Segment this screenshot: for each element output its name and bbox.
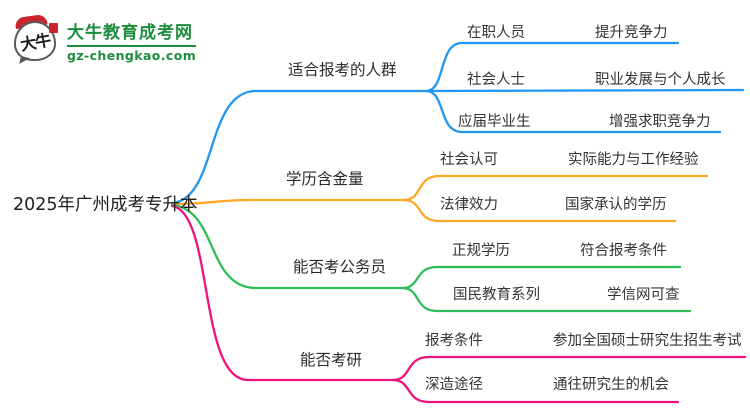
- leaf-node: 提升竞争力: [595, 25, 668, 41]
- green-main-line: [170, 203, 404, 290]
- blue-main-line: [170, 89, 428, 205]
- pink-child1-line: [391, 355, 747, 382]
- leaf-node: 国家承认的学历: [565, 197, 667, 213]
- daniu-speech-bubble-icon: 大牛: [12, 13, 60, 66]
- leaf-node: 参加全国硕士研究生招生考试: [553, 333, 742, 349]
- branch-node-orange: 学历含金量: [286, 170, 364, 188]
- branch-pink-lines: [170, 204, 747, 404]
- child-node: 深造途径: [425, 377, 483, 393]
- logo-texts: 大牛教育成考网 gz-chengkao.com: [67, 18, 197, 63]
- leaf-node: 符合报考条件: [580, 243, 667, 259]
- blue-child1-line: [424, 41, 680, 93]
- leaf-node: 实际能力与工作经验: [568, 152, 699, 168]
- orange-child2-line: [402, 198, 677, 223]
- branch-node-pink: 能否考研: [300, 351, 363, 369]
- child-node: 正规学历: [452, 243, 510, 259]
- orange-child1-line: [402, 174, 709, 202]
- site-logo[interactable]: 大牛 大牛教育成考网 gz-chengkao.com: [12, 13, 197, 66]
- root-node: 2025年广州成考专升本: [13, 195, 198, 215]
- pink-main-line: [170, 204, 395, 382]
- site-url: gz-chengkao.com: [67, 44, 197, 63]
- child-node: 在职人员: [467, 25, 525, 41]
- leaf-node: 学信网可查: [607, 287, 680, 303]
- child-node: 报考条件: [425, 333, 483, 349]
- child-node: 社会人士: [467, 72, 525, 88]
- branch-blue-lines: [170, 41, 745, 205]
- orange-main-line: [170, 198, 406, 206]
- branch-orange-lines: [170, 174, 709, 223]
- logo-red-seal: [49, 23, 58, 33]
- blue-child3-line: [424, 89, 722, 134]
- child-node: 社会认可: [440, 152, 498, 168]
- blue-child2-line: [424, 88, 745, 93]
- leaf-node: 通往研究生的机会: [553, 377, 669, 393]
- green-child2-line: [400, 286, 692, 313]
- child-node: 应届毕业生: [458, 114, 531, 130]
- child-node: 国民教育系列: [453, 287, 540, 303]
- pink-child2-line: [391, 378, 680, 404]
- branch-green-lines: [170, 203, 692, 313]
- branch-node-blue: 适合报考的人群: [288, 61, 397, 79]
- child-node: 法律效力: [440, 197, 498, 213]
- green-child1-line: [400, 265, 682, 290]
- leaf-node: 增强求职竞争力: [609, 114, 711, 130]
- site-name: 大牛教育成考网: [67, 22, 193, 43]
- branch-node-green: 能否考公务员: [293, 258, 387, 276]
- leaf-node: 职业发展与个人成长: [595, 72, 726, 88]
